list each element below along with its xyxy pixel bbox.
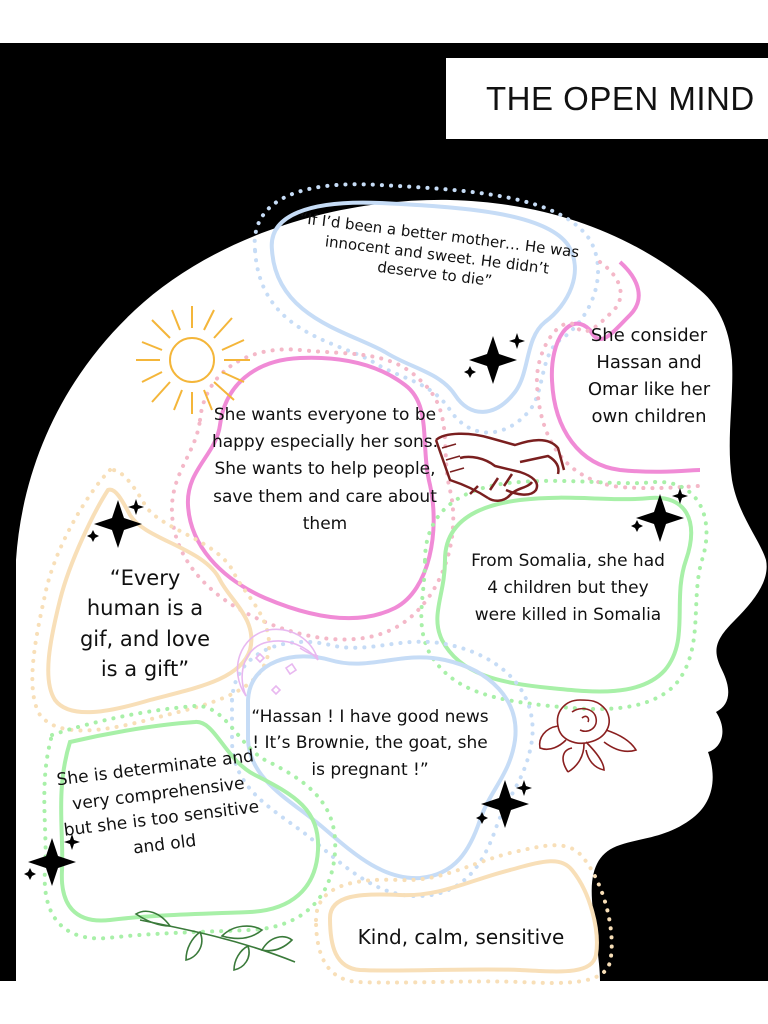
pink-dots-center [169,347,456,642]
rose-icon [538,699,638,773]
pink-bubble-center [185,355,436,621]
sparkle-icon [128,499,144,515]
green-bubble-right [435,495,694,694]
sparkle-icon [672,488,688,504]
sparkle-icon [464,366,476,378]
peach-bubble-left [46,487,254,715]
white-top-band [0,0,768,43]
sparkle-icon [28,838,76,886]
sparkle-icon [87,530,99,542]
note-from-somalia: From Somalia, she had 4 children but the… [471,551,665,626]
sparkle-icon [476,812,488,824]
sparkle-icon [24,868,36,880]
head-silhouette [16,199,767,981]
peach-dots-bottom [313,843,614,985]
blue-dots-bottom [230,639,535,899]
sparkle-icon [64,834,80,850]
sparkle-icons [24,333,688,886]
handshake-icon [434,432,566,502]
peach-dots-left [30,467,272,733]
green-dots-right [419,478,709,711]
peach-bubble-bottom [327,859,599,974]
quote-hassan-good-news: “Hassan ! I have good news ! It’s Browni… [251,707,489,780]
quote-every-human: “Every human is a gif, and love is a gif… [79,566,211,682]
sparkle-icon [516,780,532,796]
note-kind-calm-sensitive: Kind, calm, sensitive [357,925,565,949]
green-bubble-left [59,720,321,923]
note-wants-everyone-happy: She wants everyone to be happy especiall… [211,405,439,534]
sparkle-icon [469,336,517,384]
pink-bubble-right [549,260,701,474]
white-bottom-band [0,981,768,1024]
blue-bubble-top [269,200,577,414]
blue-dots-top [252,182,600,435]
page-title: THE OPEN MIND [446,58,768,139]
blue-bubble-bottom [246,654,518,881]
moon-icon [236,628,319,697]
note-consider-hassan-omar: She consider Hassan and Omar like her ow… [587,325,711,427]
leaf-branch-icon [134,910,296,971]
sparkle-icon [94,500,142,548]
sparkle-icon [481,780,529,828]
sparkle-icon [631,520,643,532]
sparkle-icon [509,333,525,349]
sun-icon [136,306,250,414]
green-dots-left [42,703,338,941]
sparkle-icon [636,494,684,542]
